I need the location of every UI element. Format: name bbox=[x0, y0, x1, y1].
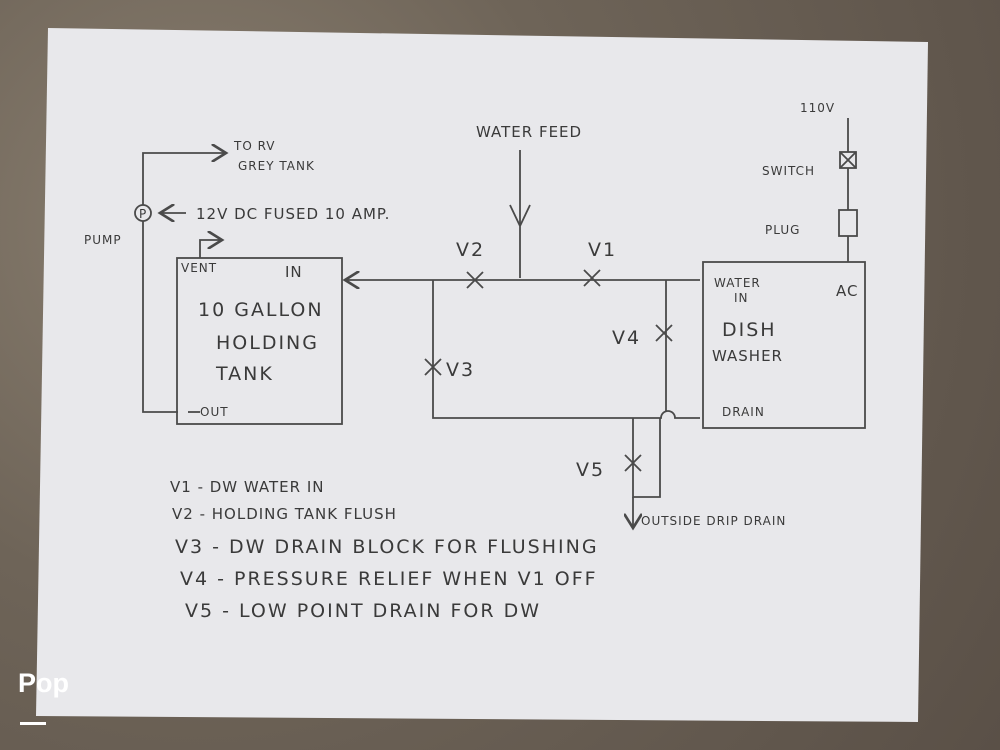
label-v1: V1 bbox=[588, 239, 617, 261]
tank-line3: TANK bbox=[215, 363, 274, 385]
label-dish: DISH bbox=[722, 319, 777, 341]
legend: V1 - DW WATER IN V2 - HOLDING TANK FLUSH… bbox=[170, 478, 599, 622]
vent-arrow bbox=[199, 240, 222, 258]
plug-icon bbox=[838, 209, 858, 237]
legend-item: V2 - HOLDING TANK FLUSH bbox=[172, 505, 397, 523]
label-switch: SWITCH bbox=[762, 164, 815, 178]
pump-symbol: P bbox=[139, 207, 147, 221]
watermark-underline bbox=[20, 722, 46, 725]
label-v4: V4 bbox=[612, 327, 641, 349]
dishwasher-box bbox=[702, 261, 866, 429]
legend-item: V5 - LOW POINT DRAIN FOR DW bbox=[185, 600, 541, 622]
label-ac: AC bbox=[836, 282, 858, 300]
label-plug: PLUG bbox=[765, 223, 800, 237]
label-water: WATER bbox=[714, 276, 761, 290]
label-vent: VENT bbox=[181, 261, 217, 275]
label-grey-tank: GREY TANK bbox=[238, 159, 315, 173]
label-washer: WASHER bbox=[712, 347, 783, 365]
tank-line2: HOLDING bbox=[216, 332, 319, 354]
label-power: 12V DC FUSED 10 AMP. bbox=[196, 205, 390, 223]
label-pump: PUMP bbox=[84, 233, 122, 247]
watermark-logo: Pop bbox=[18, 668, 69, 698]
legend-item: V1 - DW WATER IN bbox=[170, 478, 325, 496]
label-water-feed: WATER FEED bbox=[476, 123, 582, 141]
holding-tank-box bbox=[176, 257, 343, 425]
label-110v: 110V bbox=[800, 101, 835, 115]
label-to-rv: TO RV bbox=[233, 139, 275, 153]
pipe-tank-out bbox=[142, 221, 178, 413]
switch-icon bbox=[839, 151, 857, 169]
label-in: IN bbox=[285, 263, 303, 281]
label-water-in: IN bbox=[734, 291, 749, 305]
legend-item: V4 - PRESSURE RELIEF WHEN V1 OFF bbox=[180, 568, 598, 590]
pipe-to-grey-tank bbox=[142, 153, 226, 205]
pipe-v5 bbox=[632, 418, 661, 498]
label-v3: V3 bbox=[446, 359, 475, 381]
valve-v1-icon bbox=[583, 269, 601, 287]
valve-v2-icon bbox=[466, 271, 484, 289]
label-out: OUT bbox=[200, 405, 229, 419]
pipe-drain-loop bbox=[432, 280, 700, 419]
valve-v3-icon bbox=[424, 358, 442, 376]
tank-line1: 10 GALLON bbox=[198, 299, 324, 321]
label-v5: V5 bbox=[576, 459, 605, 481]
paper-sheet bbox=[36, 28, 928, 722]
valve-v4-icon bbox=[655, 324, 673, 342]
label-outside-drain: OUTSIDE DRIP DRAIN bbox=[641, 514, 786, 528]
label-v2: V2 bbox=[456, 239, 485, 261]
valve-v5-icon bbox=[624, 454, 642, 472]
legend-item: V3 - DW DRAIN BLOCK FOR FLUSHING bbox=[175, 536, 599, 558]
label-drain: DRAIN bbox=[722, 405, 765, 419]
